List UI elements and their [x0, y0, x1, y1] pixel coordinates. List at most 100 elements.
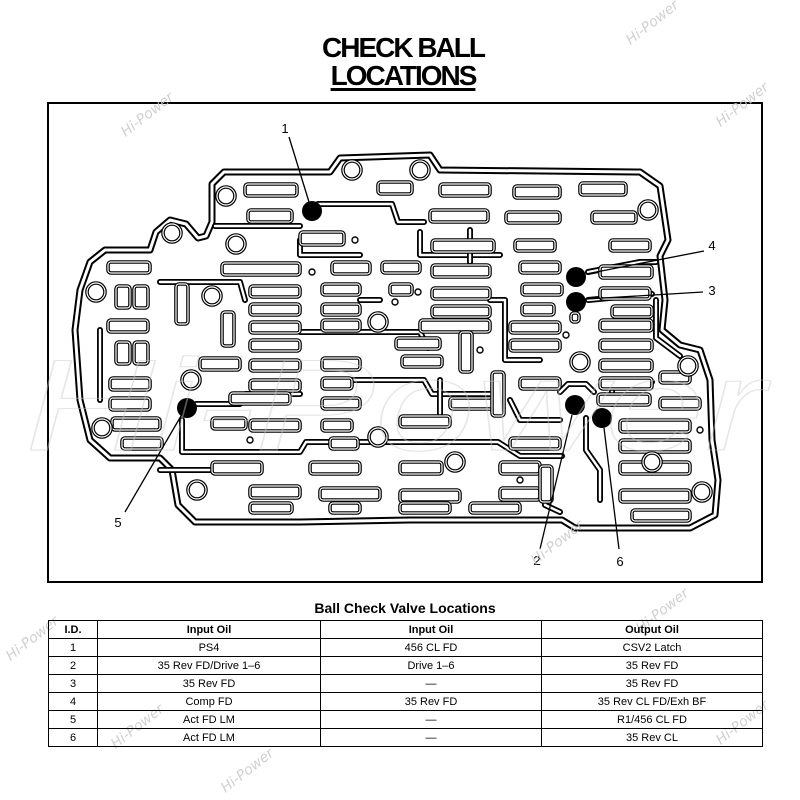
page-title-line-2: LOCATIONS: [253, 62, 553, 90]
oil-passage: [308, 460, 362, 476]
oil-passage-outer: [590, 210, 638, 225]
oil-passage-inner: [659, 371, 691, 384]
oil-passage-inner: [249, 379, 301, 392]
cell-output-oil: 35 Rev CL FD/Exh BF: [541, 692, 763, 711]
oil-passage-outer: [114, 284, 132, 310]
oil-passage: [418, 318, 492, 334]
cell-id: 1: [48, 638, 98, 657]
oil-passage-inner: [513, 185, 561, 199]
bolt-hole: [637, 199, 659, 221]
fluid-channel: [507, 397, 563, 423]
oil-passage-inner: [521, 303, 555, 316]
oil-passage-inner: [249, 359, 301, 372]
bolt-hole-inner: [86, 282, 106, 302]
oil-passage: [328, 501, 362, 515]
oil-passage: [520, 282, 564, 297]
oil-passage: [320, 318, 362, 333]
table-row: 2 35 Rev FD/Drive 1–6 Drive 1–6 35 Rev F…: [48, 656, 763, 675]
oil-passage: [328, 436, 360, 451]
bolt-hole: [180, 369, 202, 391]
oil-passage-inner: [509, 339, 561, 352]
fluid-channel-inner: [488, 298, 542, 362]
leader-line-6: [603, 427, 620, 550]
fluid-channel: [487, 297, 543, 363]
oil-passage-inner: [431, 287, 491, 300]
bolt-hole-inner: [570, 352, 590, 372]
oil-passage-outer: [438, 182, 492, 198]
bolt-hole: [91, 417, 113, 439]
callout-label-3: 3: [708, 283, 715, 298]
oil-passage: [430, 286, 492, 301]
oil-passage-inner: [221, 262, 301, 276]
oil-passage-outer: [398, 488, 462, 504]
oil-passage: [210, 416, 248, 431]
bolt-hole: [186, 479, 208, 501]
bolt-hole: [691, 481, 713, 503]
oil-passage-inner: [597, 393, 651, 406]
oil-passage: [658, 396, 702, 411]
oil-passage-outer: [578, 181, 628, 197]
oil-passage-outer: [174, 282, 190, 326]
oil-passage-outer: [106, 318, 150, 334]
oil-passage: [598, 376, 654, 391]
leader-line-1: [288, 136, 310, 203]
oil-passage-inner: [321, 377, 353, 390]
oil-passage-inner: [133, 341, 149, 365]
oil-passage: [120, 436, 164, 451]
page-title-line-2-text: LOCATIONS: [330, 60, 478, 91]
oil-passage: [320, 302, 362, 317]
oil-passage-outer: [630, 508, 692, 523]
oil-passage-outer: [520, 282, 564, 297]
fluid-channel: [653, 297, 683, 359]
oil-passage-inner: [519, 377, 561, 390]
bolt-hole-inner: [202, 286, 222, 306]
oil-passage: [243, 182, 299, 198]
cell-input-oil-2: 456 CL FD: [320, 638, 542, 657]
oil-passage-inner: [389, 283, 413, 296]
bolt-hole-inner: [342, 160, 362, 180]
oil-passage-outer: [430, 238, 496, 254]
bolt-hole: [85, 281, 107, 303]
watermark: Hi-Power: [118, 89, 178, 141]
oil-passage-outer: [220, 261, 302, 277]
bolt-hole-inner: [638, 200, 658, 220]
oil-passage: [248, 284, 302, 299]
fluid-channel-inner: [316, 202, 426, 224]
oil-passage-outer: [569, 311, 581, 324]
oil-passage: [578, 181, 628, 197]
cell-input-oil-2: —: [320, 728, 542, 747]
leader-line-2: [539, 414, 573, 550]
bolt-hole: [677, 355, 699, 377]
oil-passage: [106, 318, 150, 334]
header-output-oil: Output Oil: [541, 620, 763, 639]
oil-passage: [618, 418, 692, 434]
oil-passage-inner: [115, 341, 131, 365]
fluid-channel-inner: [418, 230, 502, 257]
cell-input-oil-2: Drive 1–6: [320, 656, 542, 675]
callout-labels: 1 2 3 4 5 6: [114, 121, 715, 569]
oil-passage-inner: [211, 461, 263, 475]
oil-passage: [518, 260, 562, 275]
callout-label-2: 2: [533, 553, 540, 568]
orifice: [414, 288, 422, 296]
fluid-channel: [417, 229, 503, 258]
orifice: [246, 436, 254, 444]
oil-passage-inner: [249, 485, 301, 499]
oil-passage: [498, 486, 542, 502]
oil-passage: [248, 378, 302, 393]
oil-passage: [430, 263, 492, 279]
oil-passage: [108, 376, 152, 392]
cell-input-oil-1: Act FD LM: [97, 710, 321, 729]
cell-output-oil: 35 Rev CL: [541, 728, 763, 747]
table-header-row: I.D. Input Oil Input Oil Output Oil: [48, 620, 763, 639]
oil-passage: [388, 282, 414, 297]
oil-passage: [518, 376, 562, 391]
oil-passage-inner: [439, 183, 491, 197]
oil-passage: [598, 358, 654, 373]
callout-label-1: 1: [281, 121, 288, 136]
oil-passage-inner: [249, 321, 301, 334]
oil-passage: [508, 320, 562, 335]
cell-output-oil: CSV2 Latch: [541, 638, 763, 657]
fluid-channel: [557, 381, 597, 395]
valve-body-outline-inner: [73, 153, 720, 530]
